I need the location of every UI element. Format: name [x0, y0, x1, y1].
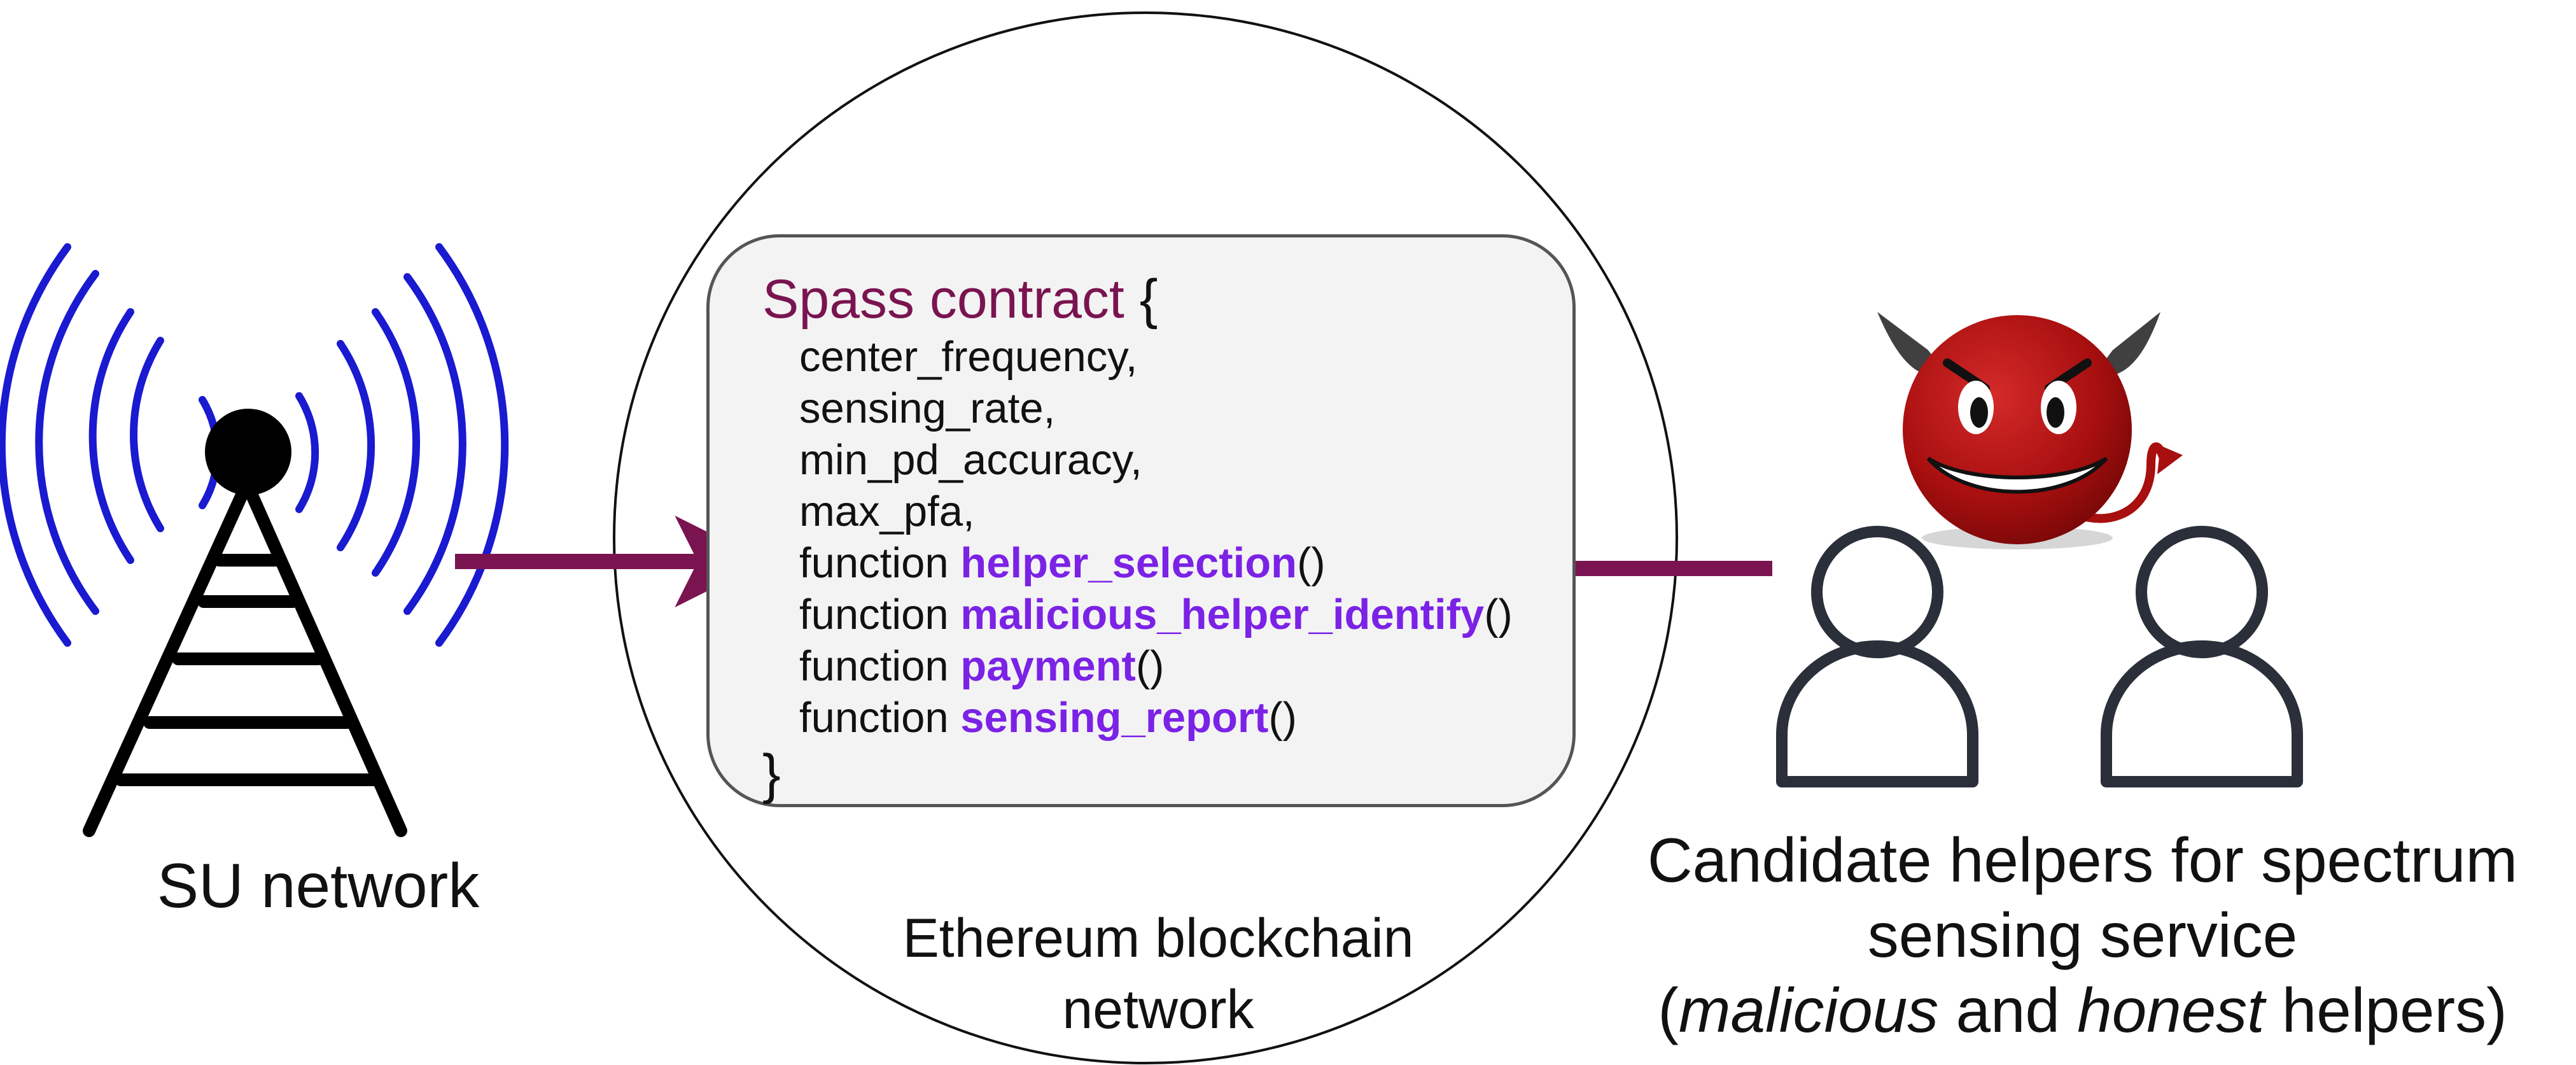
contract-field: max_pfa, — [799, 488, 975, 535]
blockchain-network-circle — [613, 11, 1678, 1064]
candidate-helpers-line3: (malicious and honest helpers) — [1591, 973, 2574, 1048]
contract-function: function helper_selection() — [762, 537, 1571, 589]
devil-icon — [1877, 312, 2183, 549]
radio-tower-icon — [0, 243, 509, 837]
blockchain-label-line2: network — [1062, 979, 1254, 1040]
and-word: and — [1938, 975, 2078, 1045]
function-parens: () — [1484, 591, 1513, 638]
function-name: sensing_report — [960, 694, 1269, 742]
candidate-helpers-line2: sensing service — [1867, 900, 2298, 970]
function-name: helper_selection — [960, 539, 1298, 587]
user-icon — [2101, 526, 2303, 787]
function-keyword: function — [799, 694, 949, 742]
function-keyword: function — [799, 591, 949, 638]
user-icon — [1776, 526, 1978, 787]
function-name: payment — [960, 642, 1136, 690]
candidate-helpers-label: Candidate helpers for spectrum sensing s… — [1591, 822, 2574, 1048]
contract-function: function payment() — [762, 640, 1571, 692]
open-brace: { — [1139, 269, 1158, 330]
contract-field: sensing_rate, — [799, 384, 1056, 432]
contract-title: Spass contract { — [762, 267, 1571, 331]
malicious-word: malicious — [1678, 975, 1939, 1045]
function-keyword: function — [799, 642, 949, 690]
candidate-helpers-line1: Candidate helpers for spectrum — [1647, 825, 2518, 895]
contract-field: center_frequency, — [799, 333, 1138, 381]
function-parens: () — [1135, 642, 1165, 690]
su-network-label: SU network — [157, 850, 480, 920]
helpers-end: helpers) — [2264, 975, 2507, 1045]
function-name: malicious_helper_identify — [960, 591, 1485, 638]
contract-name: Spass contract — [762, 269, 1124, 330]
open-paren: ( — [1658, 975, 1679, 1045]
honest-word: honest — [2077, 975, 2265, 1045]
blockchain-label-line1: Ethereum blockchain — [902, 908, 1414, 969]
function-parens: () — [1268, 694, 1297, 742]
blockchain-label: Ethereum blockchain network — [751, 903, 1565, 1045]
spass-contract-code: Spass contract { center_frequency, sensi… — [762, 267, 1571, 805]
contract-field: min_pd_accuracy, — [799, 436, 1142, 484]
contract-function: function malicious_helper_identify() — [762, 589, 1571, 640]
close-brace: } — [762, 744, 781, 805]
function-parens: () — [1297, 539, 1326, 587]
contract-function: function sensing_report() — [762, 692, 1571, 744]
spass-contract-box — [706, 234, 1576, 807]
function-keyword: function — [799, 539, 949, 587]
